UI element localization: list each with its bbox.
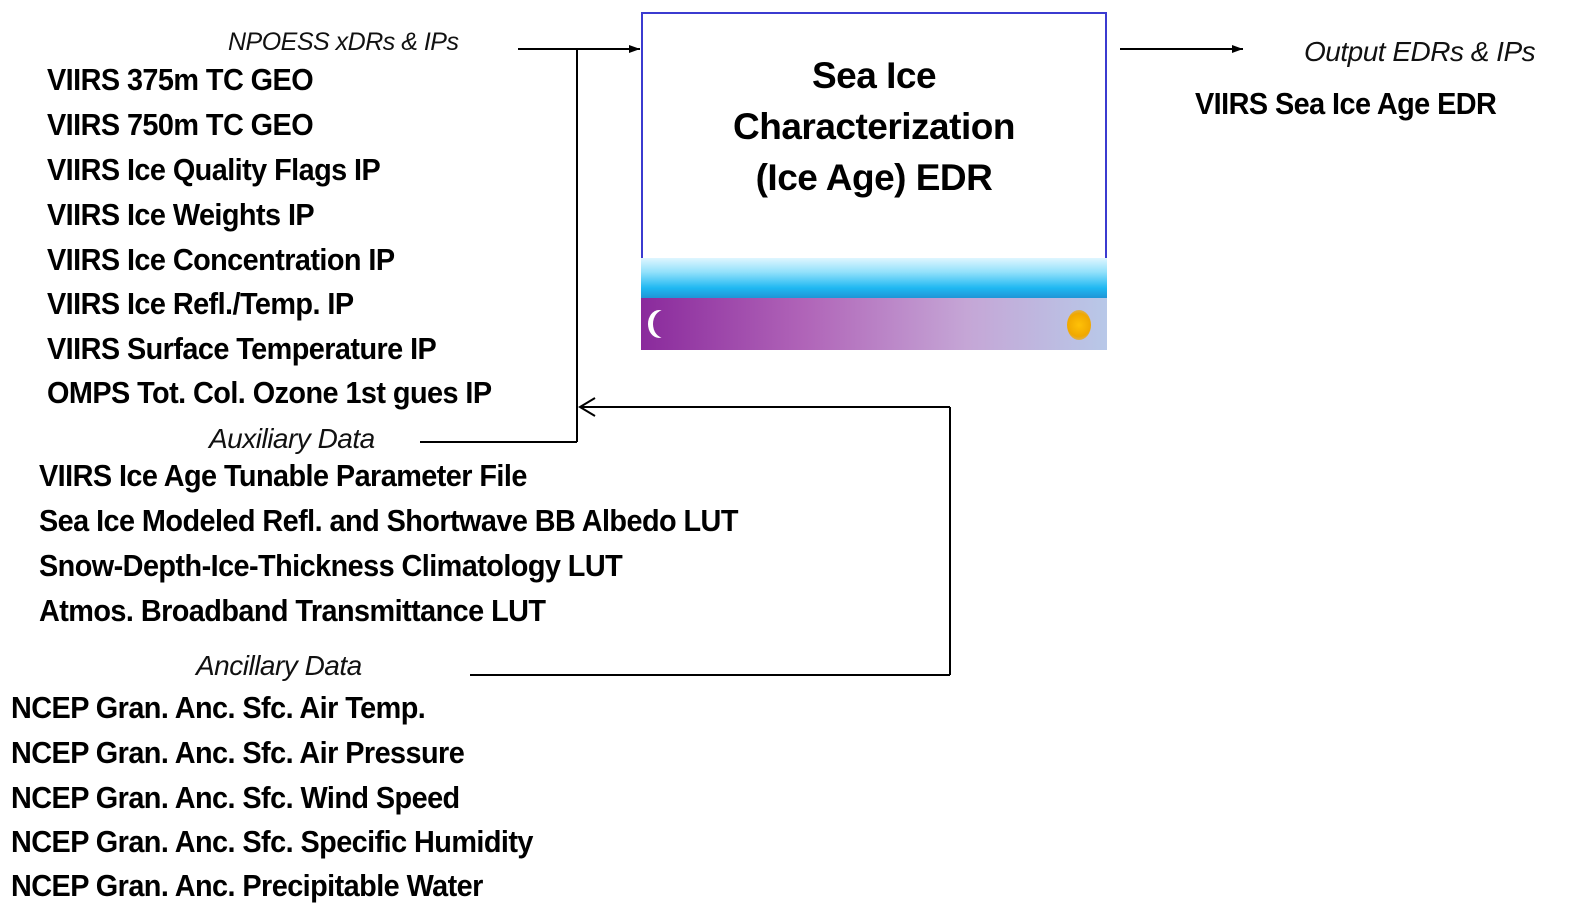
aux-header: Auxiliary Data [209,423,375,454]
xdr-header: NPOESS xDRs & IPs [228,28,459,56]
aux-item: Snow-Depth-Ice-Thickness Climatology LUT [39,548,623,583]
xdr-item: VIIRS 750m TC GEO [47,107,314,142]
xdr-item: VIIRS Ice Refl./Temp. IP [47,286,354,321]
anc-item: NCEP Gran. Anc. Sfc. Wind Speed [11,780,460,815]
box-title-line: (Ice Age) EDR [755,157,993,198]
xdr-item: VIIRS Ice Quality Flags IP [47,152,381,187]
box-title-line: Sea Ice [811,55,937,96]
box-title: Sea Ice Characterization (Ice Age) EDR [643,50,1105,203]
anc-item: NCEP Gran. Anc. Sfc. Air Pressure [11,735,465,770]
aux-item: VIIRS Ice Age Tunable Parameter File [39,458,527,493]
aux-item: Sea Ice Modeled Refl. and Shortwave BB A… [39,503,738,538]
anc-item: NCEP Gran. Anc. Sfc. Specific Humidity [11,824,533,859]
xdr-item: VIIRS Ice Weights IP [47,197,315,232]
anc-item: NCEP Gran. Anc. Sfc. Air Temp. [11,690,426,725]
xdr-item: VIIRS 375m TC GEO [47,62,314,97]
anc-header: Ancillary Data [196,650,362,681]
anc-return-arrowhead [578,397,596,417]
xdr-item: VIIRS Surface Temperature IP [47,331,437,366]
box-title-line: Characterization [733,106,1015,147]
day-night-band [641,298,1107,350]
xdr-item: VIIRS Ice Concentration IP [47,242,395,277]
cyan-band [641,258,1107,298]
anc-item: NCEP Gran. Anc. Precipitable Water [11,868,483,903]
output-header: Output EDRs & IPs [1304,36,1536,67]
moon-icon [653,310,675,338]
output-item: VIIRS Sea Ice Age EDR [1195,86,1497,121]
sea-ice-edr-box: Sea Ice Characterization (Ice Age) EDR [641,12,1107,350]
sun-icon [1067,310,1091,340]
xdr-item: OMPS Tot. Col. Ozone 1st gues IP [47,375,492,410]
aux-item: Atmos. Broadband Transmittance LUT [39,593,546,628]
